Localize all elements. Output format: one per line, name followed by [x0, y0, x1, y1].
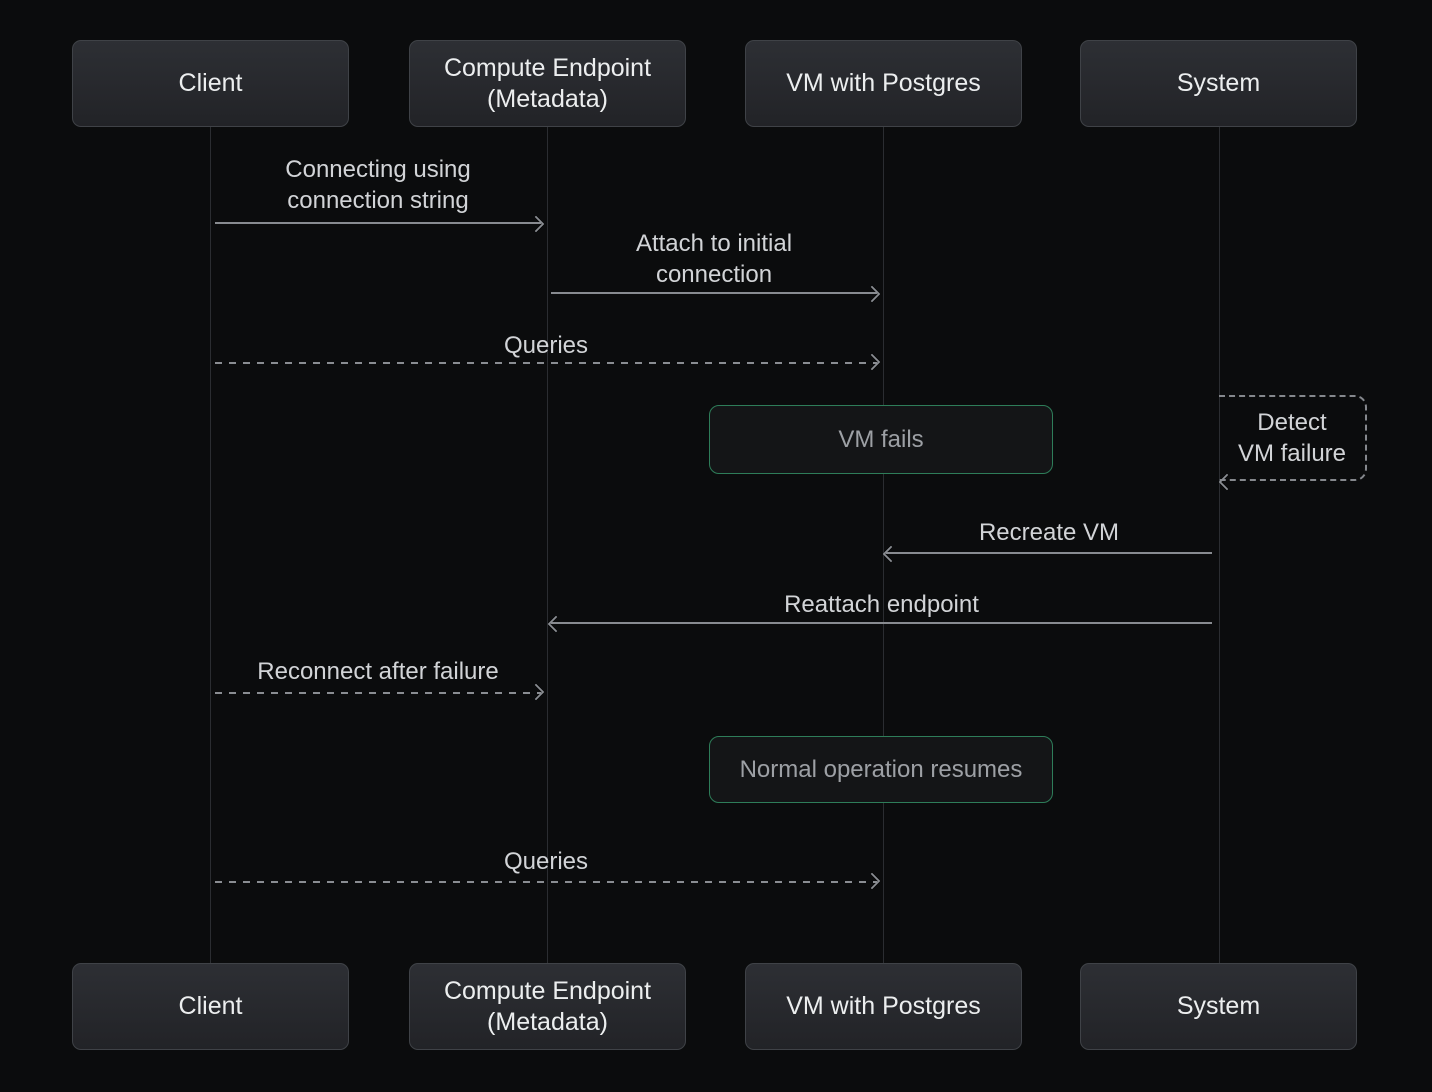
actor-label-compute-endpoint: Compute Endpoint (Metadata) — [443, 976, 652, 1036]
arrowhead-left-icon — [882, 545, 900, 563]
actor-top-vm-with-postgres: VM with Postgres — [745, 40, 1022, 127]
lifeline-compute-endpoint — [547, 127, 548, 963]
self-message-label: Detect VM failure — [1237, 409, 1347, 467]
message-queries-1-label: Queries — [503, 332, 589, 359]
message-reattach-endpoint-arrow — [547, 615, 1212, 633]
note-normal-operation: Normal operation resumes — [709, 736, 1053, 803]
lifeline-system — [1219, 127, 1220, 963]
note-vm-fails-label: VM fails — [838, 425, 924, 453]
actor-bottom-client: Client — [72, 963, 349, 1050]
message-reconnect-label: Reconnect after failure — [257, 658, 499, 685]
message-reconnect-arrow — [215, 683, 545, 701]
actor-top-system: System — [1080, 40, 1357, 127]
message-connecting-arrow — [215, 215, 545, 233]
actor-label-system: System — [1176, 992, 1261, 1020]
actor-bottom-vm-with-postgres: VM with Postgres — [745, 963, 1022, 1050]
actor-label-compute-endpoint: Compute Endpoint (Metadata) — [443, 53, 652, 113]
message-reattach-endpoint-label: Reattach endpoint — [784, 591, 979, 618]
lifeline-vm-with-postgres — [883, 127, 884, 963]
actor-bottom-compute-endpoint: Compute Endpoint (Metadata) — [409, 963, 686, 1050]
actor-label-vm-with-postgres: VM with Postgres — [786, 69, 981, 97]
message-recreate-vm-arrow — [882, 545, 1212, 563]
lifeline-client — [210, 127, 211, 963]
actor-top-client: Client — [72, 40, 349, 127]
actor-label-vm-with-postgres: VM with Postgres — [786, 992, 981, 1020]
message-queries-2-arrow — [215, 872, 881, 890]
actor-top-compute-endpoint: Compute Endpoint (Metadata) — [409, 40, 686, 127]
message-attach-arrow — [551, 285, 881, 303]
message-recreate-vm-label: Recreate VM — [978, 519, 1120, 546]
note-vm-fails: VM fails — [709, 405, 1053, 474]
message-attach-label: Attach to initial connection — [635, 230, 793, 288]
message-queries-2-label: Queries — [503, 848, 589, 875]
arrowhead-right-icon — [527, 215, 545, 233]
actor-label-system: System — [1176, 69, 1261, 97]
actor-label-client: Client — [178, 992, 243, 1020]
note-normal-operation-label: Normal operation resumes — [739, 755, 1023, 783]
self-message-detect-vm-failure: Detect VM failure — [1219, 395, 1367, 481]
message-connecting-label: Connecting using connection string — [285, 156, 471, 214]
actor-bottom-system: System — [1080, 963, 1357, 1050]
message-queries-1-arrow — [215, 353, 881, 371]
actor-label-client: Client — [178, 69, 243, 97]
